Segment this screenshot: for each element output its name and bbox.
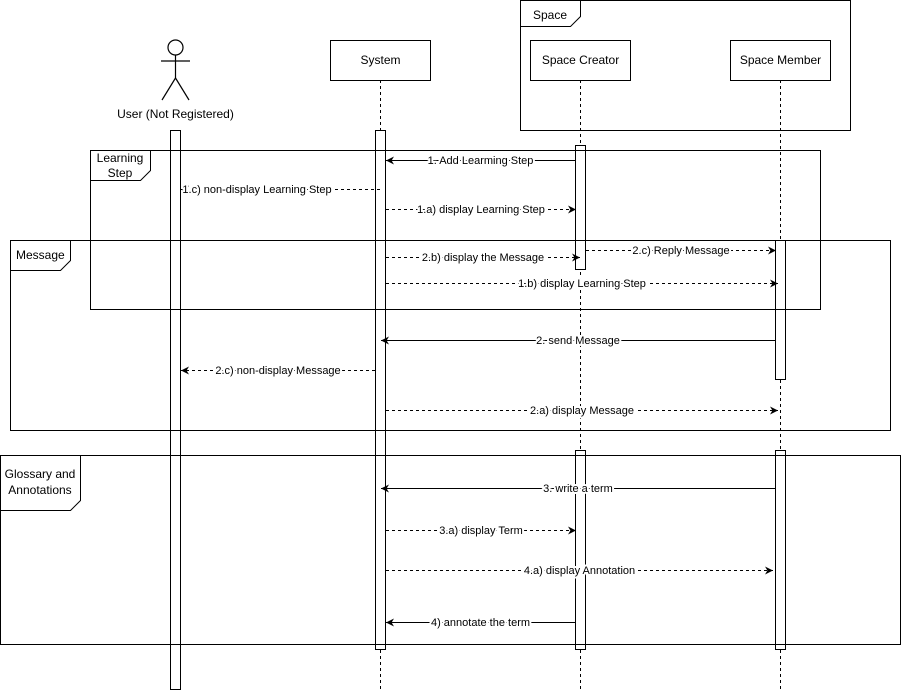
message-label: 2.c) non-display Message (215, 365, 340, 377)
message-label: 3. write a term (543, 483, 613, 495)
participant-user-label: User (Not Registered) (117, 107, 234, 121)
fragment-glossary-label: Glossary and (5, 467, 76, 481)
message-label: 1.b) display Learning Step (518, 278, 646, 290)
fragment-glossary-label: Annotations (8, 483, 71, 497)
space-creator-activation-bar (575, 145, 586, 270)
messages: 1. Add Learming Step 1.c) non-display Lea… (180, 153, 778, 631)
message-label: 2.c) Reply Message (632, 245, 729, 257)
participant-system-label: System (360, 53, 400, 67)
message-label: 2.b) display the Message (422, 252, 544, 264)
space-creator-activation-bar (575, 450, 586, 650)
fragment-message-label: Message (16, 248, 65, 262)
fragment-message: Message (10, 240, 891, 431)
user-actor-icon (161, 39, 190, 101)
participant-space-creator: Space Creator (530, 40, 631, 81)
fragment-learning-step-label: Learning (97, 151, 144, 165)
participant-space-member: Space Member (730, 40, 831, 81)
user-activation-bar (170, 130, 181, 690)
message-label: 4.a) display Annotation (524, 565, 635, 577)
fragment-glossary: Glossary and Annotations (0, 455, 901, 645)
message-label: 1. Add Learming Step (428, 155, 534, 167)
message-label: 3.a) display Term (439, 525, 523, 537)
message-label: 2. send Message (536, 335, 620, 347)
space-member-activation-bar (775, 450, 786, 650)
fragment-learning-step: Learning Step (90, 150, 821, 310)
system-activation-bar (375, 130, 386, 650)
fragment-learning-step-label: Step (108, 166, 133, 180)
participant-system: System (330, 40, 431, 81)
space-frame-label: Space (533, 8, 567, 22)
message-label: 1.a) display Learning Step (417, 204, 545, 216)
participant-space-creator-label: Space Creator (542, 53, 619, 67)
message-label: 1.c) non-display Learning Step (182, 184, 331, 196)
message-label: 4) annotate the term (431, 617, 530, 629)
message-label: 2.a) display Message (530, 405, 634, 417)
participant-space-member-label: Space Member (740, 53, 821, 67)
